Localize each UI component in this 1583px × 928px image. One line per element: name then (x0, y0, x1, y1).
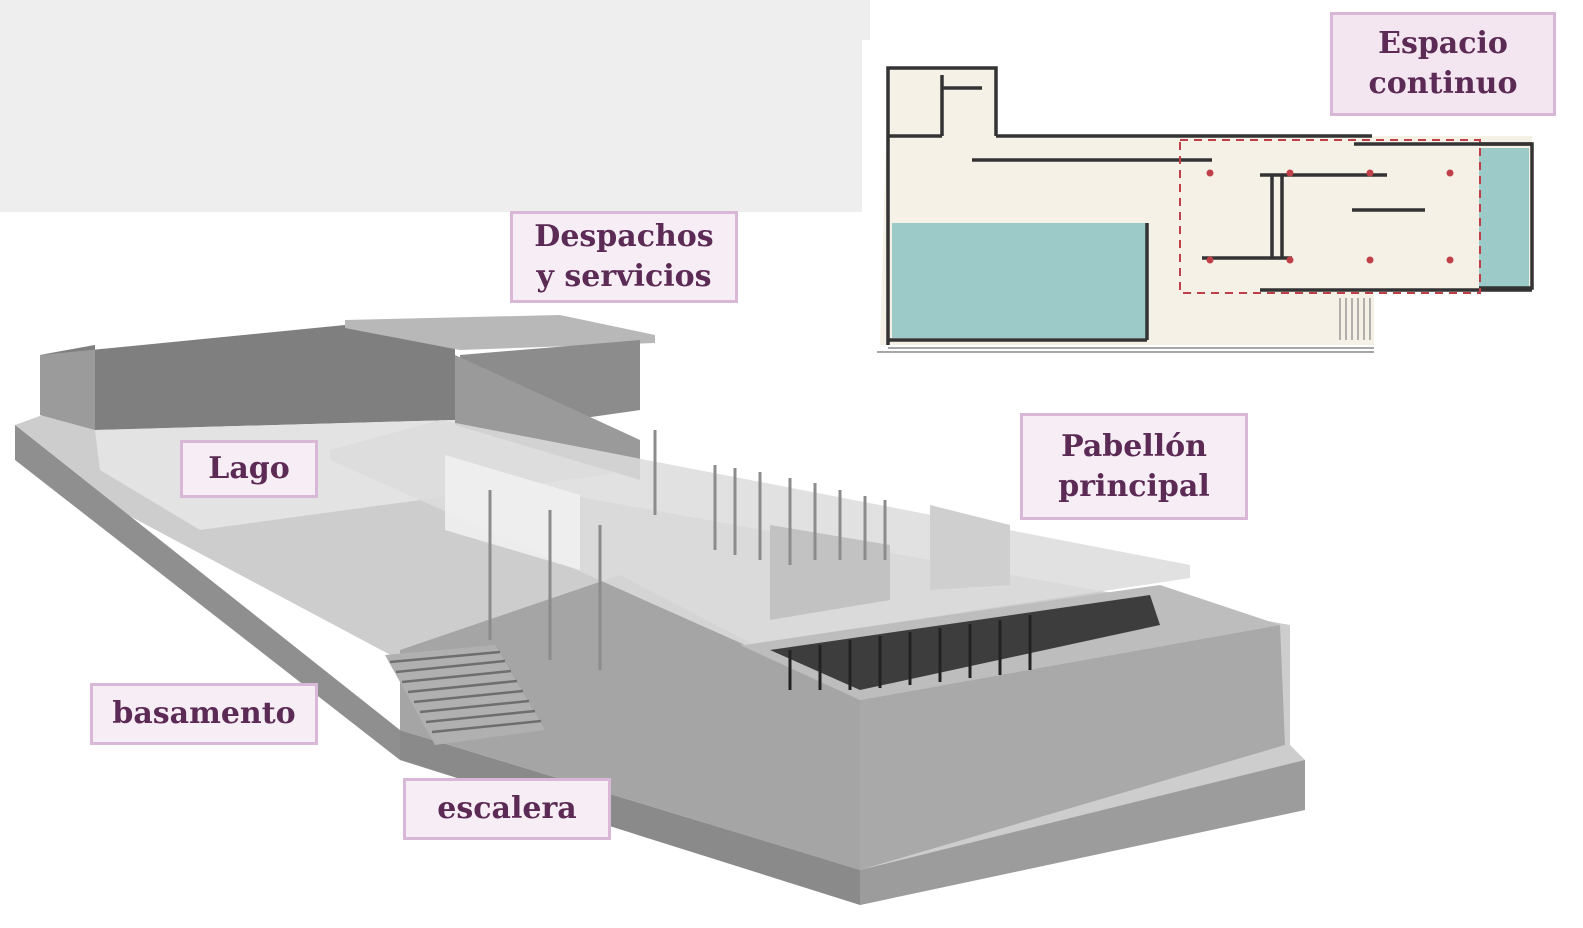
podium-block-front (400, 575, 860, 870)
interior-wall-1 (445, 455, 580, 570)
label-despachos-line-1: Despachos (534, 219, 714, 254)
staircase (385, 645, 545, 745)
pool-wall-back (40, 325, 455, 430)
label-despachos-line-2: y servicios (536, 259, 712, 294)
plan-small-pool (1479, 148, 1529, 288)
plan-walls (886, 66, 1534, 345)
label-despachos-y-servicios: Despachos y servicios (510, 211, 738, 303)
plan-thin-lines (877, 347, 1374, 353)
floor-plan-drawing (877, 66, 1534, 353)
label-pabellon-line-1: Pabellón (1061, 428, 1207, 464)
office-wall-side (455, 355, 640, 480)
label-lago: Lago (180, 440, 318, 498)
base-right-face (860, 760, 1305, 905)
base-step-face (400, 730, 860, 905)
floor-plan-inset (862, 40, 1583, 370)
plan-large-pool (892, 223, 1147, 338)
label-basamento-text: basamento (112, 696, 296, 731)
podium-courtyard (770, 595, 1160, 690)
glass-mullions (488, 430, 887, 670)
plan-continuous-space-zone (1179, 139, 1481, 294)
label-espacio-line-2: continuo (1368, 66, 1518, 101)
background-band (0, 0, 870, 212)
base-front-left-face (15, 425, 400, 760)
label-espacio-continuo: Espacio continuo (1330, 12, 1556, 116)
label-basamento: basamento (90, 683, 318, 745)
plan-stairs (1339, 298, 1371, 340)
plan-columns (1206, 169, 1454, 264)
label-escalera: escalera (403, 778, 611, 840)
label-lago-text: Lago (208, 451, 290, 486)
interior-wall-3 (930, 505, 1010, 590)
courtyard-posts (788, 615, 1032, 690)
label-pabellon-line-2: principal (1058, 468, 1210, 504)
label-escalera-text: escalera (437, 791, 577, 826)
pool-wall-left (40, 345, 95, 430)
label-pabellon-principal: Pabellón principal (1020, 413, 1248, 520)
podium-block-right (860, 625, 1285, 870)
label-espacio-line-1: Espacio (1378, 26, 1508, 61)
interior-wall-2 (770, 525, 890, 620)
office-roof (345, 315, 655, 350)
